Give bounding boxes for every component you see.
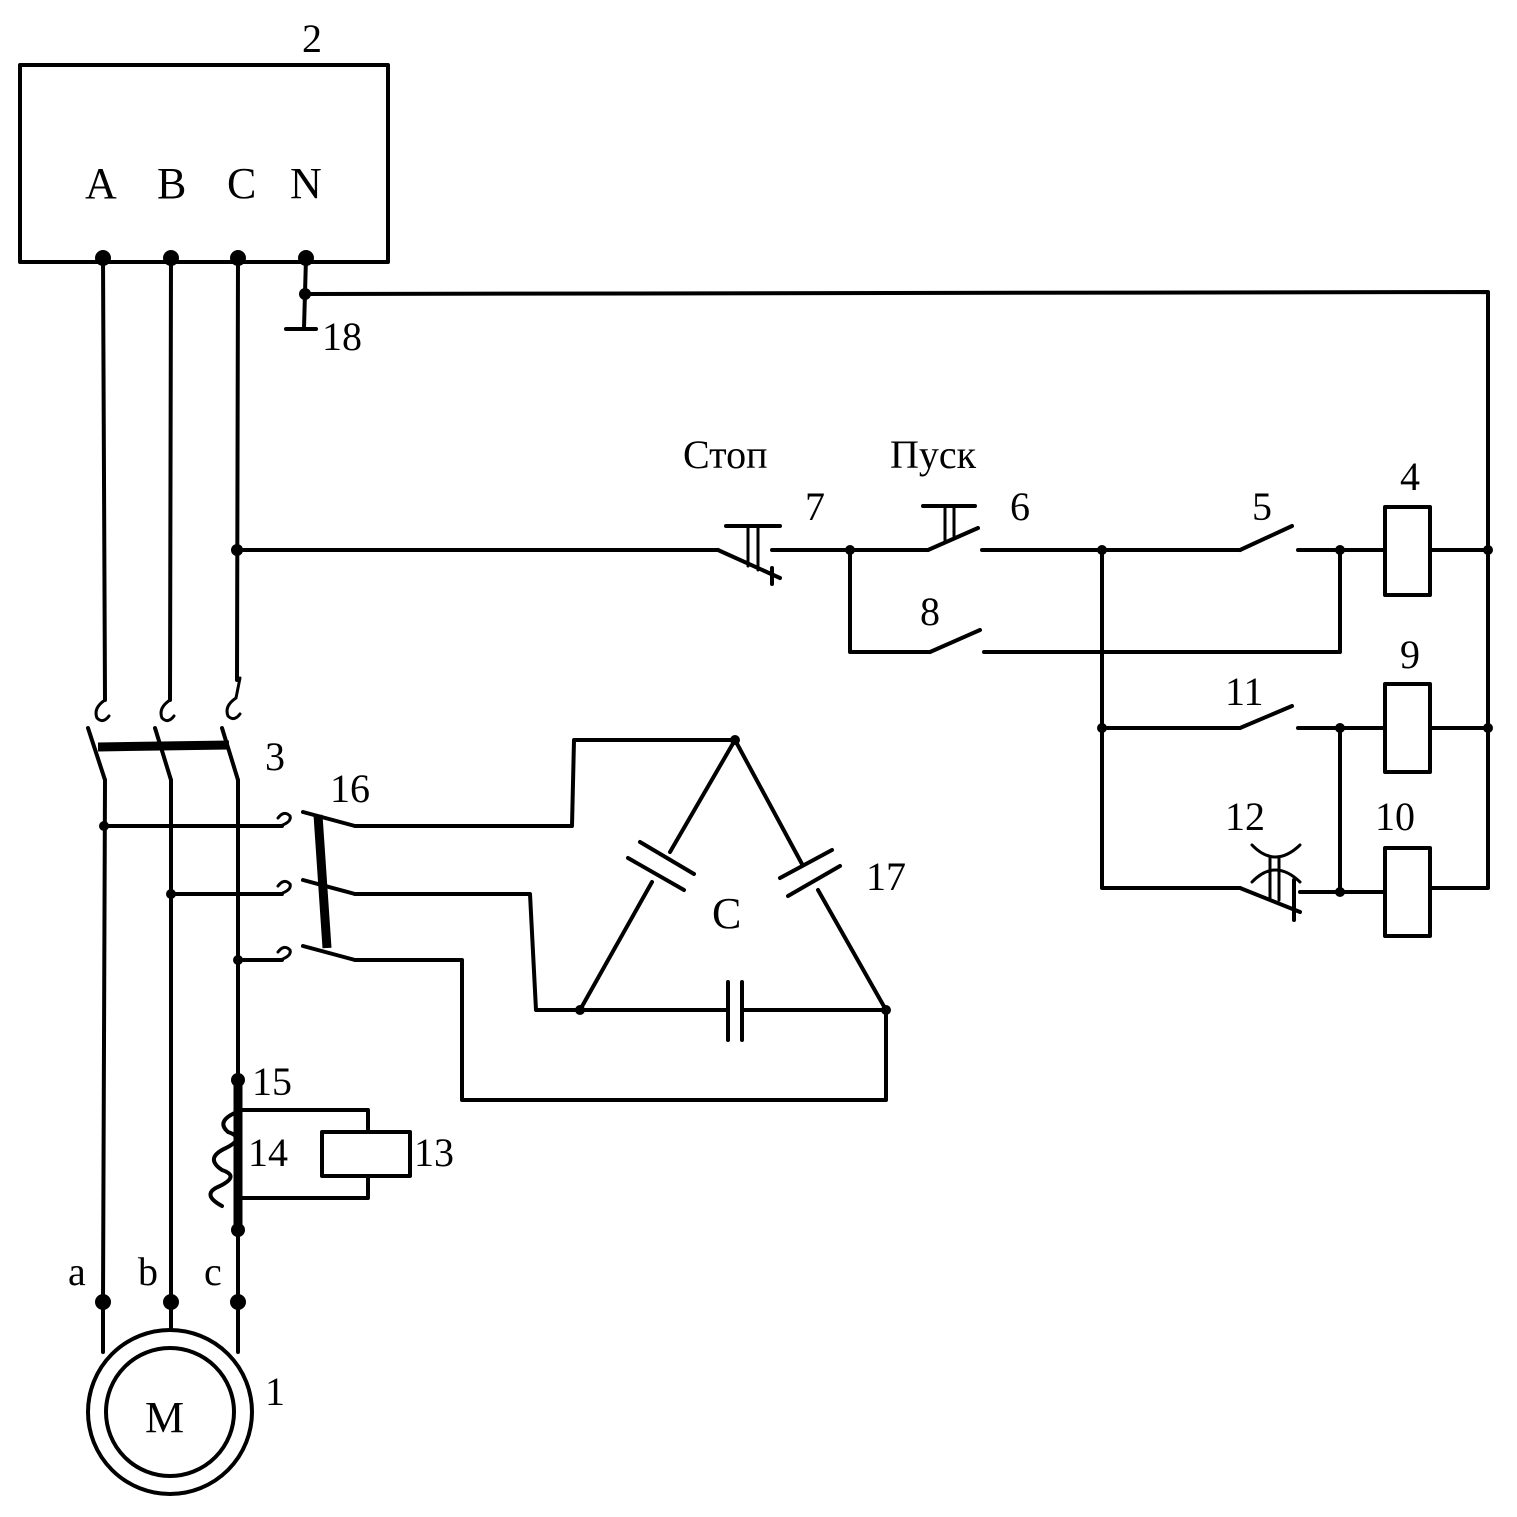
start-num: 6 <box>1010 484 1030 529</box>
term-a-label: a <box>68 1249 86 1294</box>
breaker-hook-b <box>159 698 176 723</box>
cap-left-wire-2 <box>578 880 654 1012</box>
motor-outer <box>86 1328 254 1496</box>
ground-label: 18 <box>322 314 362 359</box>
phase-b-label: B <box>157 159 186 208</box>
relay-13 <box>320 1130 412 1178</box>
junction-coil-4-right <box>1483 545 1493 555</box>
wire-16-to-cap-top <box>353 738 737 828</box>
wire-phase-a-bottom <box>101 778 107 1304</box>
motor-label: M <box>145 1393 184 1442</box>
contact-12-timer-arc-2 <box>1250 868 1302 884</box>
breaker-label: 3 <box>265 734 285 779</box>
term-c-label: c <box>204 1249 222 1294</box>
contact-12-label: 12 <box>1225 794 1265 839</box>
contactor-16-link <box>313 814 332 949</box>
cap-left-wire-1 <box>668 738 737 854</box>
wire-branch-bus <box>1100 548 1242 890</box>
coil-9-label: 9 <box>1400 632 1420 677</box>
coil-14-label: 14 <box>248 1130 288 1175</box>
stop-label: Стоп <box>683 432 768 477</box>
phase-a-label: A <box>85 159 117 208</box>
breaker-hook-a <box>94 698 111 723</box>
contact-12-blade <box>1238 886 1302 914</box>
start-label: Пуск <box>890 432 977 477</box>
cap-left-plate-2 <box>638 840 696 876</box>
sensor-15-label: 15 <box>252 1059 292 1104</box>
cap-right-plate-1 <box>778 848 834 880</box>
supply-label: 2 <box>302 16 322 61</box>
contact-11-label: 11 <box>1225 669 1264 714</box>
contactor-16-blade-2 <box>301 878 357 896</box>
coil-10-label: 10 <box>1375 794 1415 839</box>
contactor-16-blade-1 <box>301 810 357 828</box>
cap-right-wire-2 <box>816 888 888 1012</box>
contact-8-label: 8 <box>920 589 940 634</box>
wire-hold-left <box>848 548 932 654</box>
coil-4-label: 4 <box>1400 454 1420 499</box>
phase-c-label: C <box>227 159 256 208</box>
coil-4 <box>1383 505 1432 597</box>
junction-coil-9-right <box>1483 723 1493 733</box>
junction-coil-10-left <box>1335 887 1345 897</box>
wire-phase-b-top <box>168 256 173 702</box>
contactor-16-hook-1 <box>276 811 292 828</box>
start-contact <box>926 526 980 552</box>
contact-5-label: 5 <box>1252 484 1272 529</box>
breaker-blade-b <box>153 726 173 782</box>
coil-10 <box>1383 846 1432 938</box>
contactor-16-blade-3 <box>301 944 357 962</box>
term-b-label: b <box>138 1249 158 1294</box>
wire-14-to-13-bottom <box>240 1174 370 1200</box>
contact-11-blade <box>1238 704 1294 730</box>
wire-16-to-cap-right <box>353 958 888 1102</box>
motor-inner <box>104 1346 236 1478</box>
coil-9 <box>1383 682 1432 774</box>
wire-hold-right <box>982 548 1342 654</box>
contactor-16-label: 16 <box>330 766 370 811</box>
motor-num-label: 1 <box>265 1369 285 1414</box>
wire-16-to-cap-left <box>353 892 582 1012</box>
junction-bus-top <box>1097 545 1107 555</box>
contactor-16-hook-3 <box>276 945 292 962</box>
contact-5-blade <box>1238 524 1294 552</box>
relay-13-label: 13 <box>414 1130 454 1175</box>
wire-neutral-bus <box>303 290 1490 890</box>
capacitor-bank-label: C <box>712 889 741 938</box>
cap-right-wire-1 <box>733 738 804 866</box>
cap-left-plate-1 <box>626 856 686 892</box>
breaker-hook-c <box>225 676 242 721</box>
cap-right-plate-2 <box>786 864 842 898</box>
wire-phase-a-top <box>101 256 107 702</box>
capacitor-17-label: 17 <box>866 854 906 899</box>
supply-box <box>18 63 390 264</box>
wire-14-to-13-top <box>240 1108 370 1134</box>
stop-num: 7 <box>805 484 825 529</box>
neutral-label: N <box>290 159 322 208</box>
contactor-16-hook-2 <box>276 879 292 896</box>
coil-14-winding <box>208 1108 244 1208</box>
breaker-blade-c <box>220 726 240 782</box>
contact-8-blade <box>928 628 982 654</box>
breaker-blade-a <box>86 726 107 782</box>
wire-phase-c-top <box>235 256 240 682</box>
breaker-mechanical-link <box>97 740 230 752</box>
contact-12-timer-arc <box>1250 843 1302 859</box>
